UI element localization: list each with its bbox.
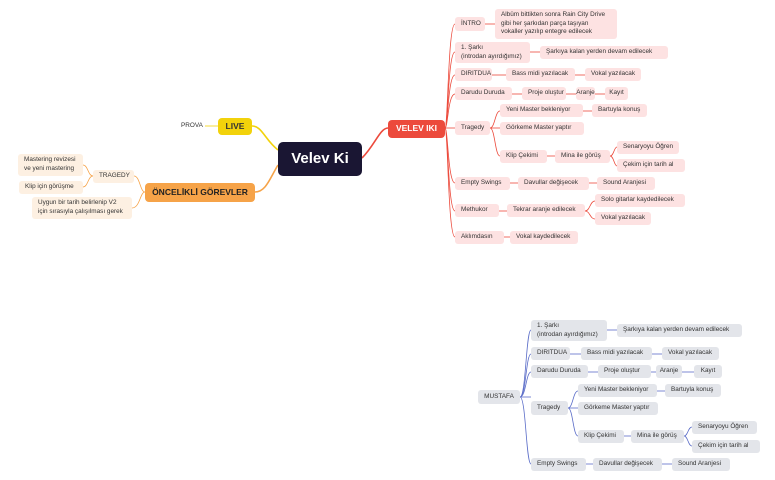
node-mina-ile-gorus[interactable]: Mina ile görüş xyxy=(555,150,610,163)
mustafa-cekim-tarih[interactable]: Çekim için tarih al xyxy=(692,440,760,453)
node-solo-gitarlar[interactable]: Solo gitarlar kaydedilecek xyxy=(595,194,685,207)
mustafa-links xyxy=(519,329,694,465)
root-node[interactable]: Velev Ki xyxy=(278,142,362,176)
mustafa-kayit[interactable]: Kayıt xyxy=(694,365,722,378)
node-bass-midi[interactable]: Bass midi yazılacak xyxy=(506,68,575,81)
node-cekim-tarih[interactable]: Çekim için tarih al xyxy=(617,159,685,172)
mustafa-gorkeme-master[interactable]: Görkeme Master yaptır xyxy=(578,402,658,415)
mustafa-sound-aranjesi[interactable]: Sound Aranjesi xyxy=(672,458,730,471)
branch-live[interactable]: LIVE xyxy=(218,118,252,135)
node-aklimdasin[interactable]: Aklımdasın xyxy=(455,231,504,244)
node-uygun-tarih[interactable]: Uygun bir tarih belirlenip V2 için sıras… xyxy=(32,197,132,219)
node-vokal-yazilacak[interactable]: Vokal yazılacak xyxy=(585,68,641,81)
mustafa-vokal-yazilacak[interactable]: Vokal yazılacak xyxy=(662,347,719,360)
mustafa-klip-cekimi[interactable]: Klip Çekimi xyxy=(578,430,624,443)
node-diritdua[interactable]: DIRITDUA xyxy=(455,68,492,81)
mustafa-proje-olustur[interactable]: Proje oluştur xyxy=(598,365,651,378)
node-proje-olustur[interactable]: Proje oluştur xyxy=(522,87,566,100)
node-empty-swings[interactable]: Empty Swings xyxy=(455,177,510,190)
oncelikli-links xyxy=(82,164,146,209)
node-darudu-duruda[interactable]: Darudu Duruda xyxy=(455,87,512,100)
mustafa-yeni-master[interactable]: Yeni Master bekleniyor xyxy=(578,384,657,397)
node-gorkeme-master[interactable]: Görkeme Master yaptır xyxy=(500,122,584,135)
node-vokal-yazilacak-2[interactable]: Vokal yazılacak xyxy=(595,212,651,225)
velev-iki-links xyxy=(444,23,618,238)
mustafa-mina-ile-gorus[interactable]: Mina ile görüş xyxy=(631,430,684,443)
node-yeni-master[interactable]: Yeni Master bekleniyor xyxy=(500,104,583,117)
mustafa-aranje[interactable]: Aranje xyxy=(656,365,682,378)
mustafa-davullar[interactable]: Davullar değişecek xyxy=(593,458,662,471)
node-bartuyla-konus[interactable]: Bartuyla konuş xyxy=(592,104,647,117)
mustafa-bartuyla-konus[interactable]: Bartuyla konuş xyxy=(665,384,721,397)
branch-oncelikli-gorevler[interactable]: ÖNCELİKLİ GÖREVLER xyxy=(145,183,255,202)
mustafa-bass-midi[interactable]: Bass midi yazılacak xyxy=(581,347,652,360)
mustafa-tragedy[interactable]: Tragedy xyxy=(531,401,568,415)
node-kayit[interactable]: Kayıt xyxy=(605,87,628,100)
node-davullar[interactable]: Davullar değişecek xyxy=(518,177,589,190)
mustafa-diritdua[interactable]: DIRITDUA xyxy=(531,347,570,360)
node-sarki-1-note[interactable]: Şarkıya kalan yerden devam edilecek xyxy=(540,46,668,59)
node-klip-gorusme[interactable]: Klip için görüşme xyxy=(19,181,83,194)
node-senaryo[interactable]: Senaryoyu Öğren xyxy=(617,141,679,154)
node-tragedy[interactable]: Tragedy xyxy=(455,121,490,135)
node-vokal-kaydedilecek[interactable]: Vokal kaydedilecek xyxy=(510,231,578,244)
node-aranje[interactable]: Aranje xyxy=(576,87,595,100)
node-intro[interactable]: İNTRO xyxy=(455,17,485,31)
main-branches xyxy=(251,125,389,193)
branch-velev-iki[interactable]: VELEV IKI xyxy=(388,120,445,138)
mustafa-sarki-1-note[interactable]: Şarkıya kalan yerden devam edilecek xyxy=(617,324,742,337)
node-mustafa[interactable]: MUSTAFA xyxy=(478,390,520,404)
mustafa-sarki-1[interactable]: 1. Şarkı (introdan ayırdığımız) xyxy=(531,320,607,341)
node-tekrar-aranje[interactable]: Tekrar aranje edilecek xyxy=(507,204,585,217)
mustafa-darudu-duruda[interactable]: Darudu Duruda xyxy=(531,365,588,378)
node-klip-cekimi[interactable]: Klip Çekimi xyxy=(500,150,547,163)
node-mastering[interactable]: Mastering revizesi ve yeni mastering xyxy=(18,154,83,176)
node-methuk[interactable]: Methukor xyxy=(455,204,499,217)
node-sound-aranjesi[interactable]: Sound Aranjesi xyxy=(597,177,655,190)
node-sarki-1[interactable]: 1. Şarkı (introdan ayırdığımız) xyxy=(455,42,530,63)
mustafa-senaryo[interactable]: Senaryoyu Öğren xyxy=(692,421,757,434)
node-intro-note[interactable]: Albüm bittikten sonra Rain City Drive gi… xyxy=(495,9,617,39)
node-tragedy-task[interactable]: TRAGEDY xyxy=(93,170,134,183)
mustafa-empty-swings[interactable]: Empty Swings xyxy=(531,458,586,471)
node-prova[interactable]: PROVA xyxy=(181,121,203,129)
